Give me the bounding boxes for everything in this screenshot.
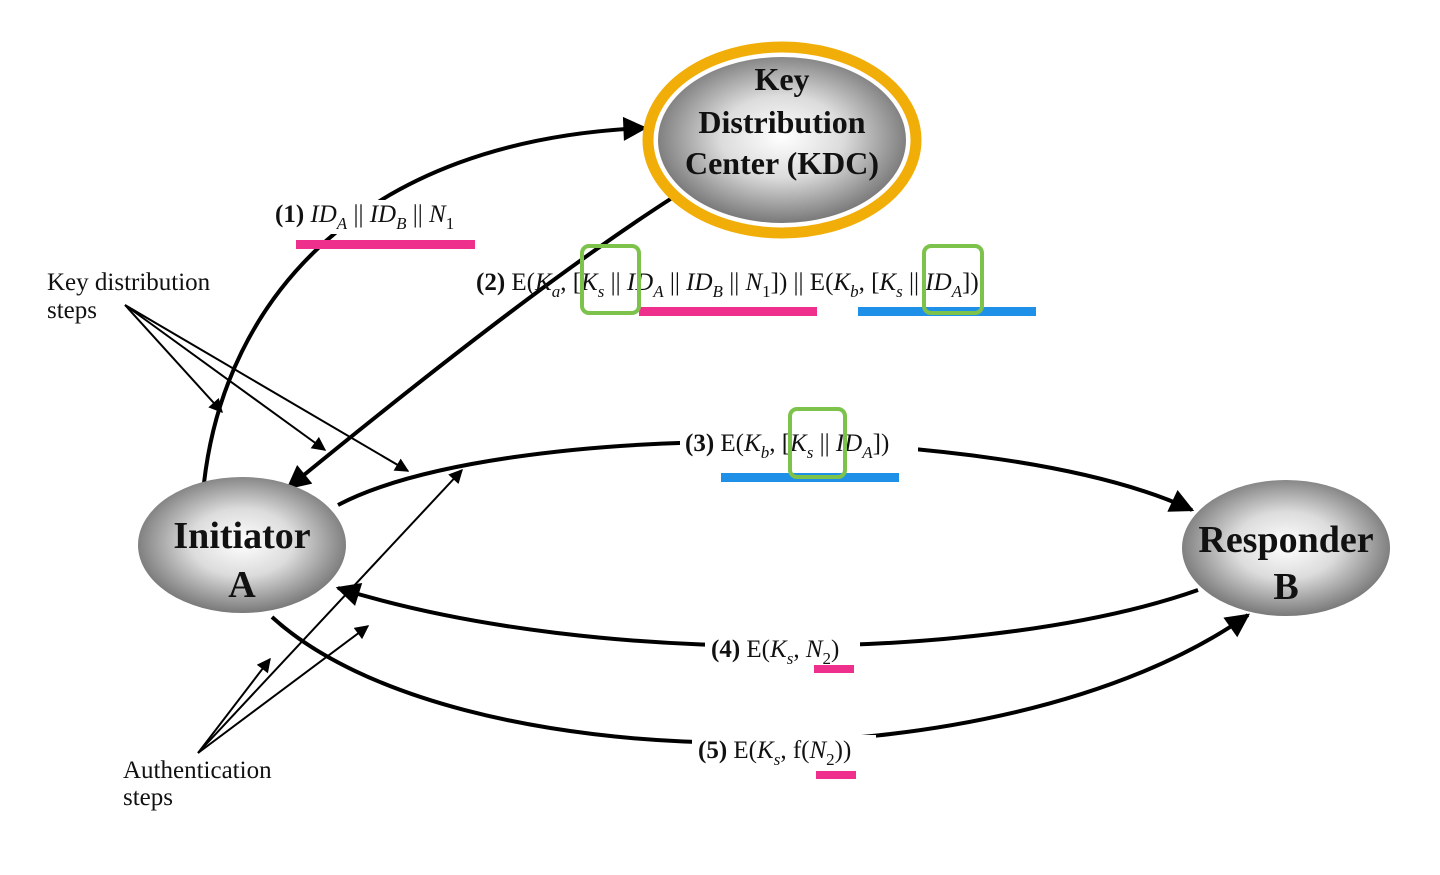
highlight-underline-msg4: [814, 665, 854, 673]
authentication-label-line2: steps: [123, 784, 173, 811]
initiator-node: Initiator A: [138, 477, 346, 613]
message-1-label: (1) IDA || IDB || N1: [275, 201, 454, 233]
message-3-label: (3) E(Kb, [Ks || IDA]): [685, 430, 889, 462]
key-distribution-label-line1: Key distribution: [47, 269, 211, 296]
kdc-label-line3: Center (KDC): [685, 145, 879, 181]
responder-node: Responder B: [1182, 480, 1390, 616]
kdc-node: Key Distribution Center (KDC): [642, 41, 922, 239]
highlight-underline-msg1: [296, 240, 475, 249]
kdc-ellipse: [658, 57, 906, 223]
message-4-label: (4) E(Ks, N2): [711, 636, 839, 668]
arrow-msg2: [286, 196, 674, 490]
kdc-label-line1: Key: [754, 61, 809, 97]
arrow-msg5: [270, 613, 1250, 745]
initiator-label-line1: Initiator: [173, 515, 310, 557]
kdc-label-line2: Distribution: [698, 104, 865, 140]
authentication-pointers: [197, 468, 463, 754]
message-2-label: (2) E(Ka, [Ks || IDA || IDB || N1]) || E…: [476, 269, 979, 301]
highlight-box-ks-msg2-b: [922, 244, 984, 315]
message-5-label: (5) E(Ks, f(N2)): [698, 737, 851, 769]
kdc-highlight-ring: [642, 41, 922, 239]
highlight-box-ks-msg3: [788, 407, 847, 479]
responder-label-line2: B: [1273, 566, 1298, 608]
authentication-label-line1: Authentication: [123, 757, 272, 784]
responder-ellipse: [1182, 480, 1390, 616]
highlight-underline-msg2-a: [639, 307, 817, 316]
key-distribution-label-line2: steps: [47, 297, 97, 324]
responder-label-line1: Responder: [1198, 519, 1373, 561]
arrow-msg1: [202, 116, 648, 484]
key-distribution-pointers: [124, 304, 410, 472]
highlight-box-ks-msg2-a: [580, 244, 641, 315]
highlight-underline-msg5: [816, 771, 856, 779]
initiator-ellipse: [138, 477, 346, 613]
initiator-label-line2: A: [228, 564, 256, 606]
